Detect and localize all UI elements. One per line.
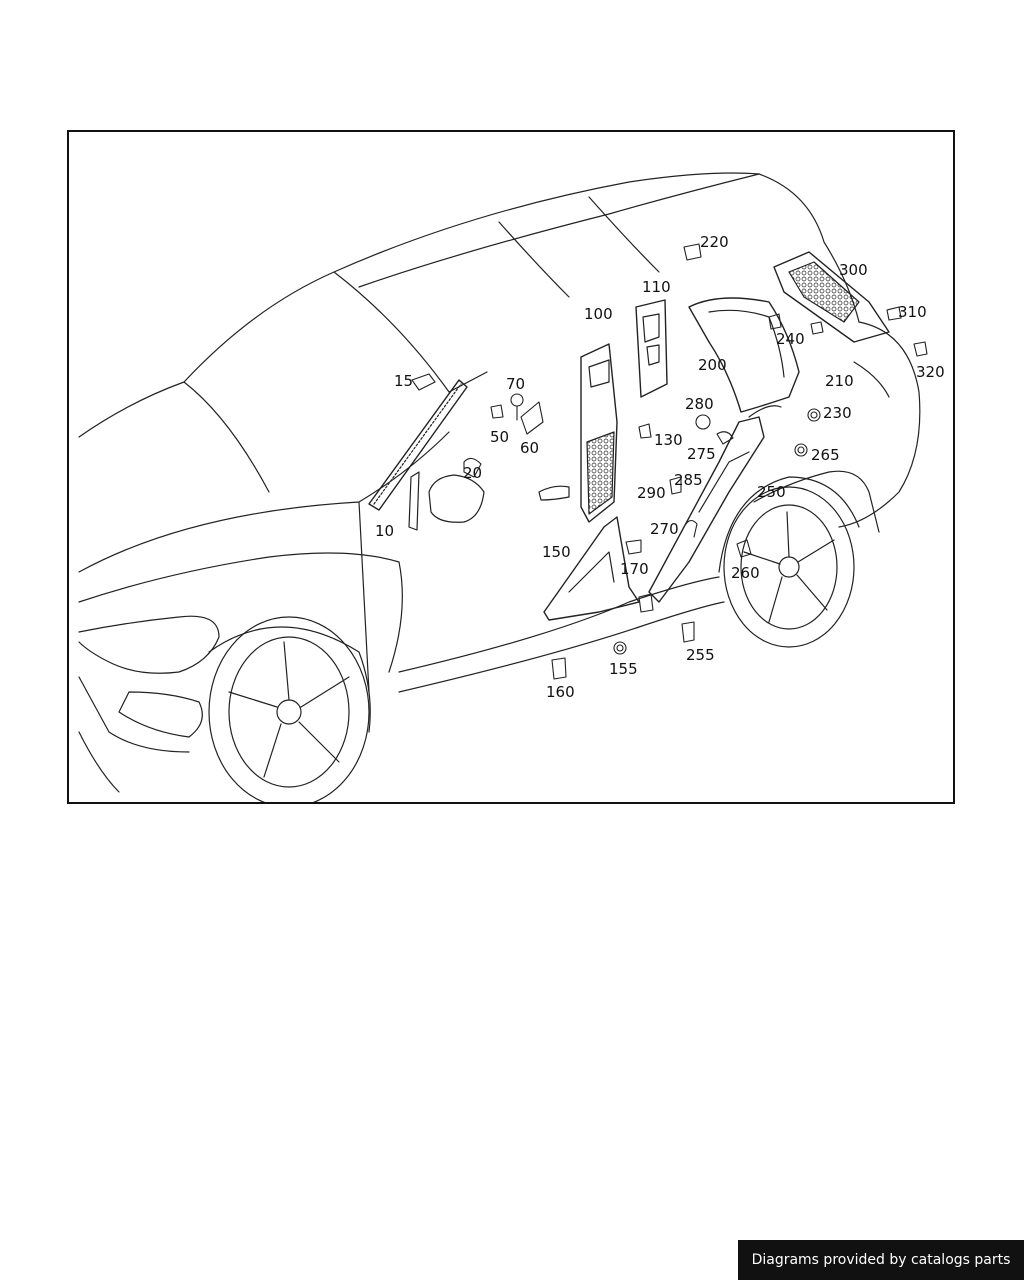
callout-265: 265 [811,446,840,464]
small-parts [411,243,928,680]
callout-150: 150 [542,543,571,561]
callout-280: 280 [685,395,714,413]
callout-50: 50 [490,428,510,446]
callout-255: 255 [686,646,715,664]
diagram-frame: 10 15 20 50 60 70 100 110 130 150 155 16… [67,130,955,804]
callout-275: 275 [687,445,716,463]
callout-310: 310 [898,303,927,321]
callout-300: 300 [839,261,868,279]
callout-110: 110 [642,278,671,296]
callout-285: 285 [674,471,703,489]
callout-170: 170 [620,560,649,578]
callout-250: 250 [757,483,786,501]
callout-160: 160 [546,683,575,701]
callout-210: 210 [825,372,854,390]
rear-lower-trim [648,405,782,603]
callout-20: 20 [463,464,483,482]
callout-15: 15 [394,372,414,390]
callout-200: 200 [698,356,727,374]
b-pillar-upper-trim [580,343,618,523]
callout-270: 270 [650,520,679,538]
callout-155: 155 [609,660,638,678]
callout-320: 320 [916,363,945,381]
callout-10: 10 [375,522,395,540]
car-body-outline [78,172,921,793]
callout-100: 100 [584,305,613,323]
callout-60: 60 [520,439,540,457]
b-pillar-outer-trim [635,299,668,398]
callout-220: 220 [700,233,729,251]
a-pillar-trim [368,379,468,531]
callout-240: 240 [776,330,805,348]
callout-70: 70 [506,375,526,393]
callout-130: 130 [654,431,683,449]
callout-230: 230 [823,404,852,422]
car-interior-trim-diagram [78,172,928,802]
credit-text: Diagrams provided by catalogs parts [751,1252,1011,1268]
rear-pillar-trim [773,251,890,343]
callout-290: 290 [637,484,666,502]
credit-bar: Diagrams provided by catalogs parts [738,1240,1024,1280]
callout-260: 260 [731,564,760,582]
rear-wheel [718,476,860,648]
front-wheel [208,616,371,802]
b-pillar-lower-trim [543,516,640,621]
